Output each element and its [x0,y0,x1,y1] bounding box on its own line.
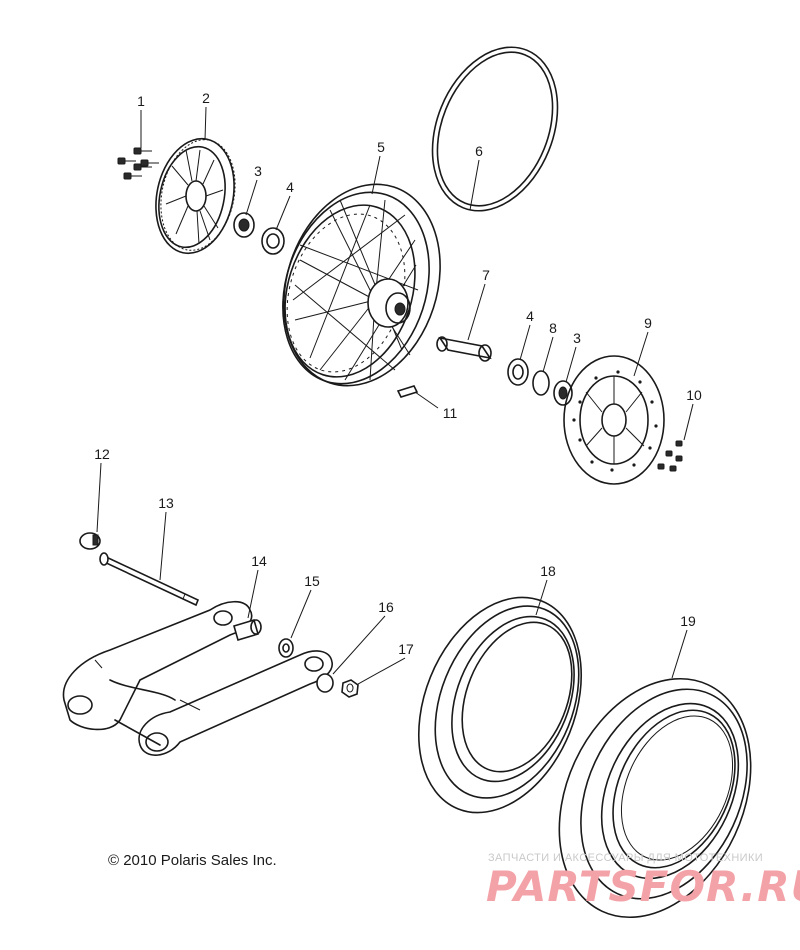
washer [316,673,334,693]
bearing-left [261,227,285,255]
callout-11: 11 [443,405,458,421]
callout-13: 13 [158,495,174,511]
seal-left [233,212,255,238]
callout-7: 7 [482,267,490,283]
callout-3-left: 3 [254,163,262,179]
callout-16: 16 [378,599,394,615]
callout-4-right: 4 [526,308,534,324]
leader-lines [96,106,694,685]
watermark-brand: PARTSFOR.RU [486,862,800,911]
key [396,385,419,398]
callout-4-left: 4 [286,179,294,195]
callout-5: 5 [377,139,385,155]
callout-10: 10 [686,387,702,403]
drive-belt [431,46,559,212]
callout-1: 1 [137,93,145,109]
callout-8: 8 [549,320,557,336]
axle-nut [341,679,359,698]
rear-pulley [155,137,236,255]
tire-19 [558,677,752,919]
disc-bolts [657,440,683,472]
callout-12: 12 [94,446,110,462]
seal-right [553,380,573,406]
swingarm [62,600,333,756]
pulley-bolts [117,147,159,180]
axle-spacer [436,336,492,362]
callout-2: 2 [202,90,210,106]
callout-3-right: 3 [573,330,581,346]
callout-labels: 1 2 3 4 5 6 7 4 8 3 9 10 11 12 13 14 15 … [94,90,702,657]
callout-15: 15 [304,573,320,589]
axle-adjuster [79,532,101,550]
callout-17: 17 [398,641,414,657]
brake-disc [563,355,665,485]
copyright-notice: © 2010 Polaris Sales Inc. [108,852,277,869]
callout-19: 19 [680,613,696,629]
spacer [278,638,294,658]
rear-axle [99,552,200,607]
callout-18: 18 [540,563,556,579]
pivot-bushing [233,619,262,641]
tire-18 [417,596,583,814]
watermark-tagline: ЗАПЧАСТИ И АКСЕССУАРЫ ДЛЯ МОТОТЕХНИКИ [488,852,764,864]
spoked-wheel [282,183,441,387]
retaining-ring [532,370,550,396]
bearing-right [507,358,529,386]
callout-14: 14 [251,553,267,569]
callout-6: 6 [475,143,483,159]
callout-9: 9 [644,315,652,331]
